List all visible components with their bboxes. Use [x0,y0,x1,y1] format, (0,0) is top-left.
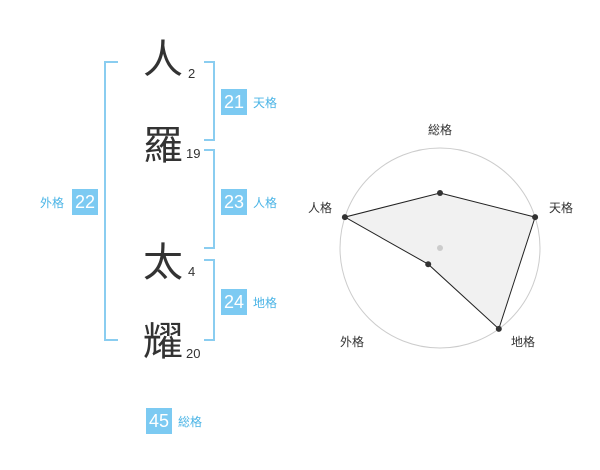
stroke-count-3: 4 [188,264,196,279]
radar-label-tenkaku: 天格 [549,201,574,215]
jinkaku-label: 人格 [253,196,278,210]
name-char-2: 羅 [143,123,183,169]
chikaku-badge: 24 [221,289,247,315]
tenkaku-label: 天格 [253,96,278,110]
gaikaku-bracket [104,61,118,341]
name-char-3: 太 [143,240,183,286]
jinkaku-badge: 23 [221,189,247,215]
radar-label-jinkaku: 人格 [308,201,333,215]
radar-series-polygon [343,192,536,330]
stroke-count-1: 2 [188,66,196,81]
radar-center-dot [437,245,443,251]
soukaku-label: 総格 [178,415,203,429]
gaikaku-badge: 22 [72,189,98,215]
radar-label-chikaku: 地格 [511,335,536,349]
stroke-count-4: 20 [186,346,201,361]
radar-label-soukaku: 総格 [428,123,453,137]
chikaku-bracket [204,259,215,341]
name-char-1: 人 [143,37,183,83]
stroke-count-2: 19 [186,146,201,161]
jinkaku-bracket [204,149,215,249]
radar-label-gaikaku: 外格 [340,335,365,349]
radar-point-5 [341,214,348,221]
radar-point-2 [532,214,539,221]
radar-point-3 [495,325,502,332]
soukaku-badge: 45 [146,408,172,434]
tenkaku-bracket [204,61,215,141]
tenkaku-badge: 21 [221,89,247,115]
gaikaku-label: 外格 [40,196,65,210]
radar-point-1 [437,190,443,196]
name-char-4: 耀 [143,319,183,365]
chikaku-label: 地格 [253,296,278,310]
radar-point-4 [425,261,432,268]
